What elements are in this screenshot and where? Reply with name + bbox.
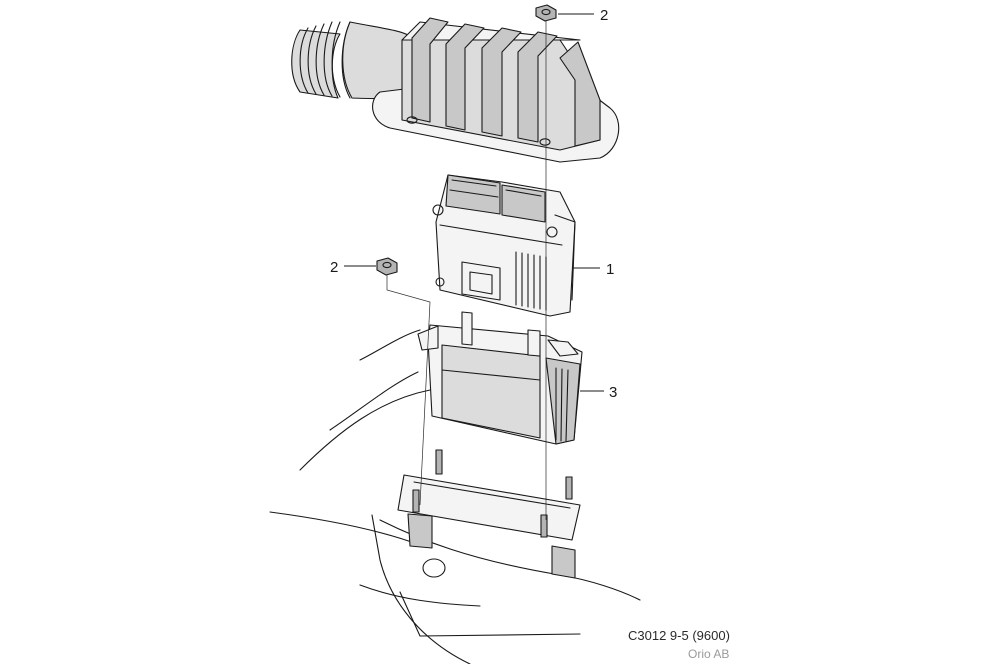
nut-left-part-2 (376, 257, 398, 276)
control-module-part-1 (432, 174, 576, 317)
callout-label-nut-top: 2 (600, 7, 608, 24)
figure-owner: Orio AB (688, 647, 729, 661)
nut-top-part-2 (535, 4, 557, 22)
callout-label-control-module: 1 (606, 261, 614, 278)
callout-label-holder: 3 (609, 384, 617, 401)
callout-label-nut-left: 2 (330, 259, 338, 276)
callout-nut-left: 2 (330, 259, 376, 276)
air-intake-duct (291, 17, 620, 163)
callout-control-module: 1 (572, 261, 614, 278)
callout-holder: 3 (580, 384, 617, 401)
vehicle-body-panel (269, 329, 641, 664)
callout-nut-top: 2 (558, 7, 608, 24)
assembly-guide-lines (386, 20, 547, 520)
holder-part-3 (417, 311, 583, 445)
figure-code: C3012 9-5 (9600) (628, 628, 730, 643)
